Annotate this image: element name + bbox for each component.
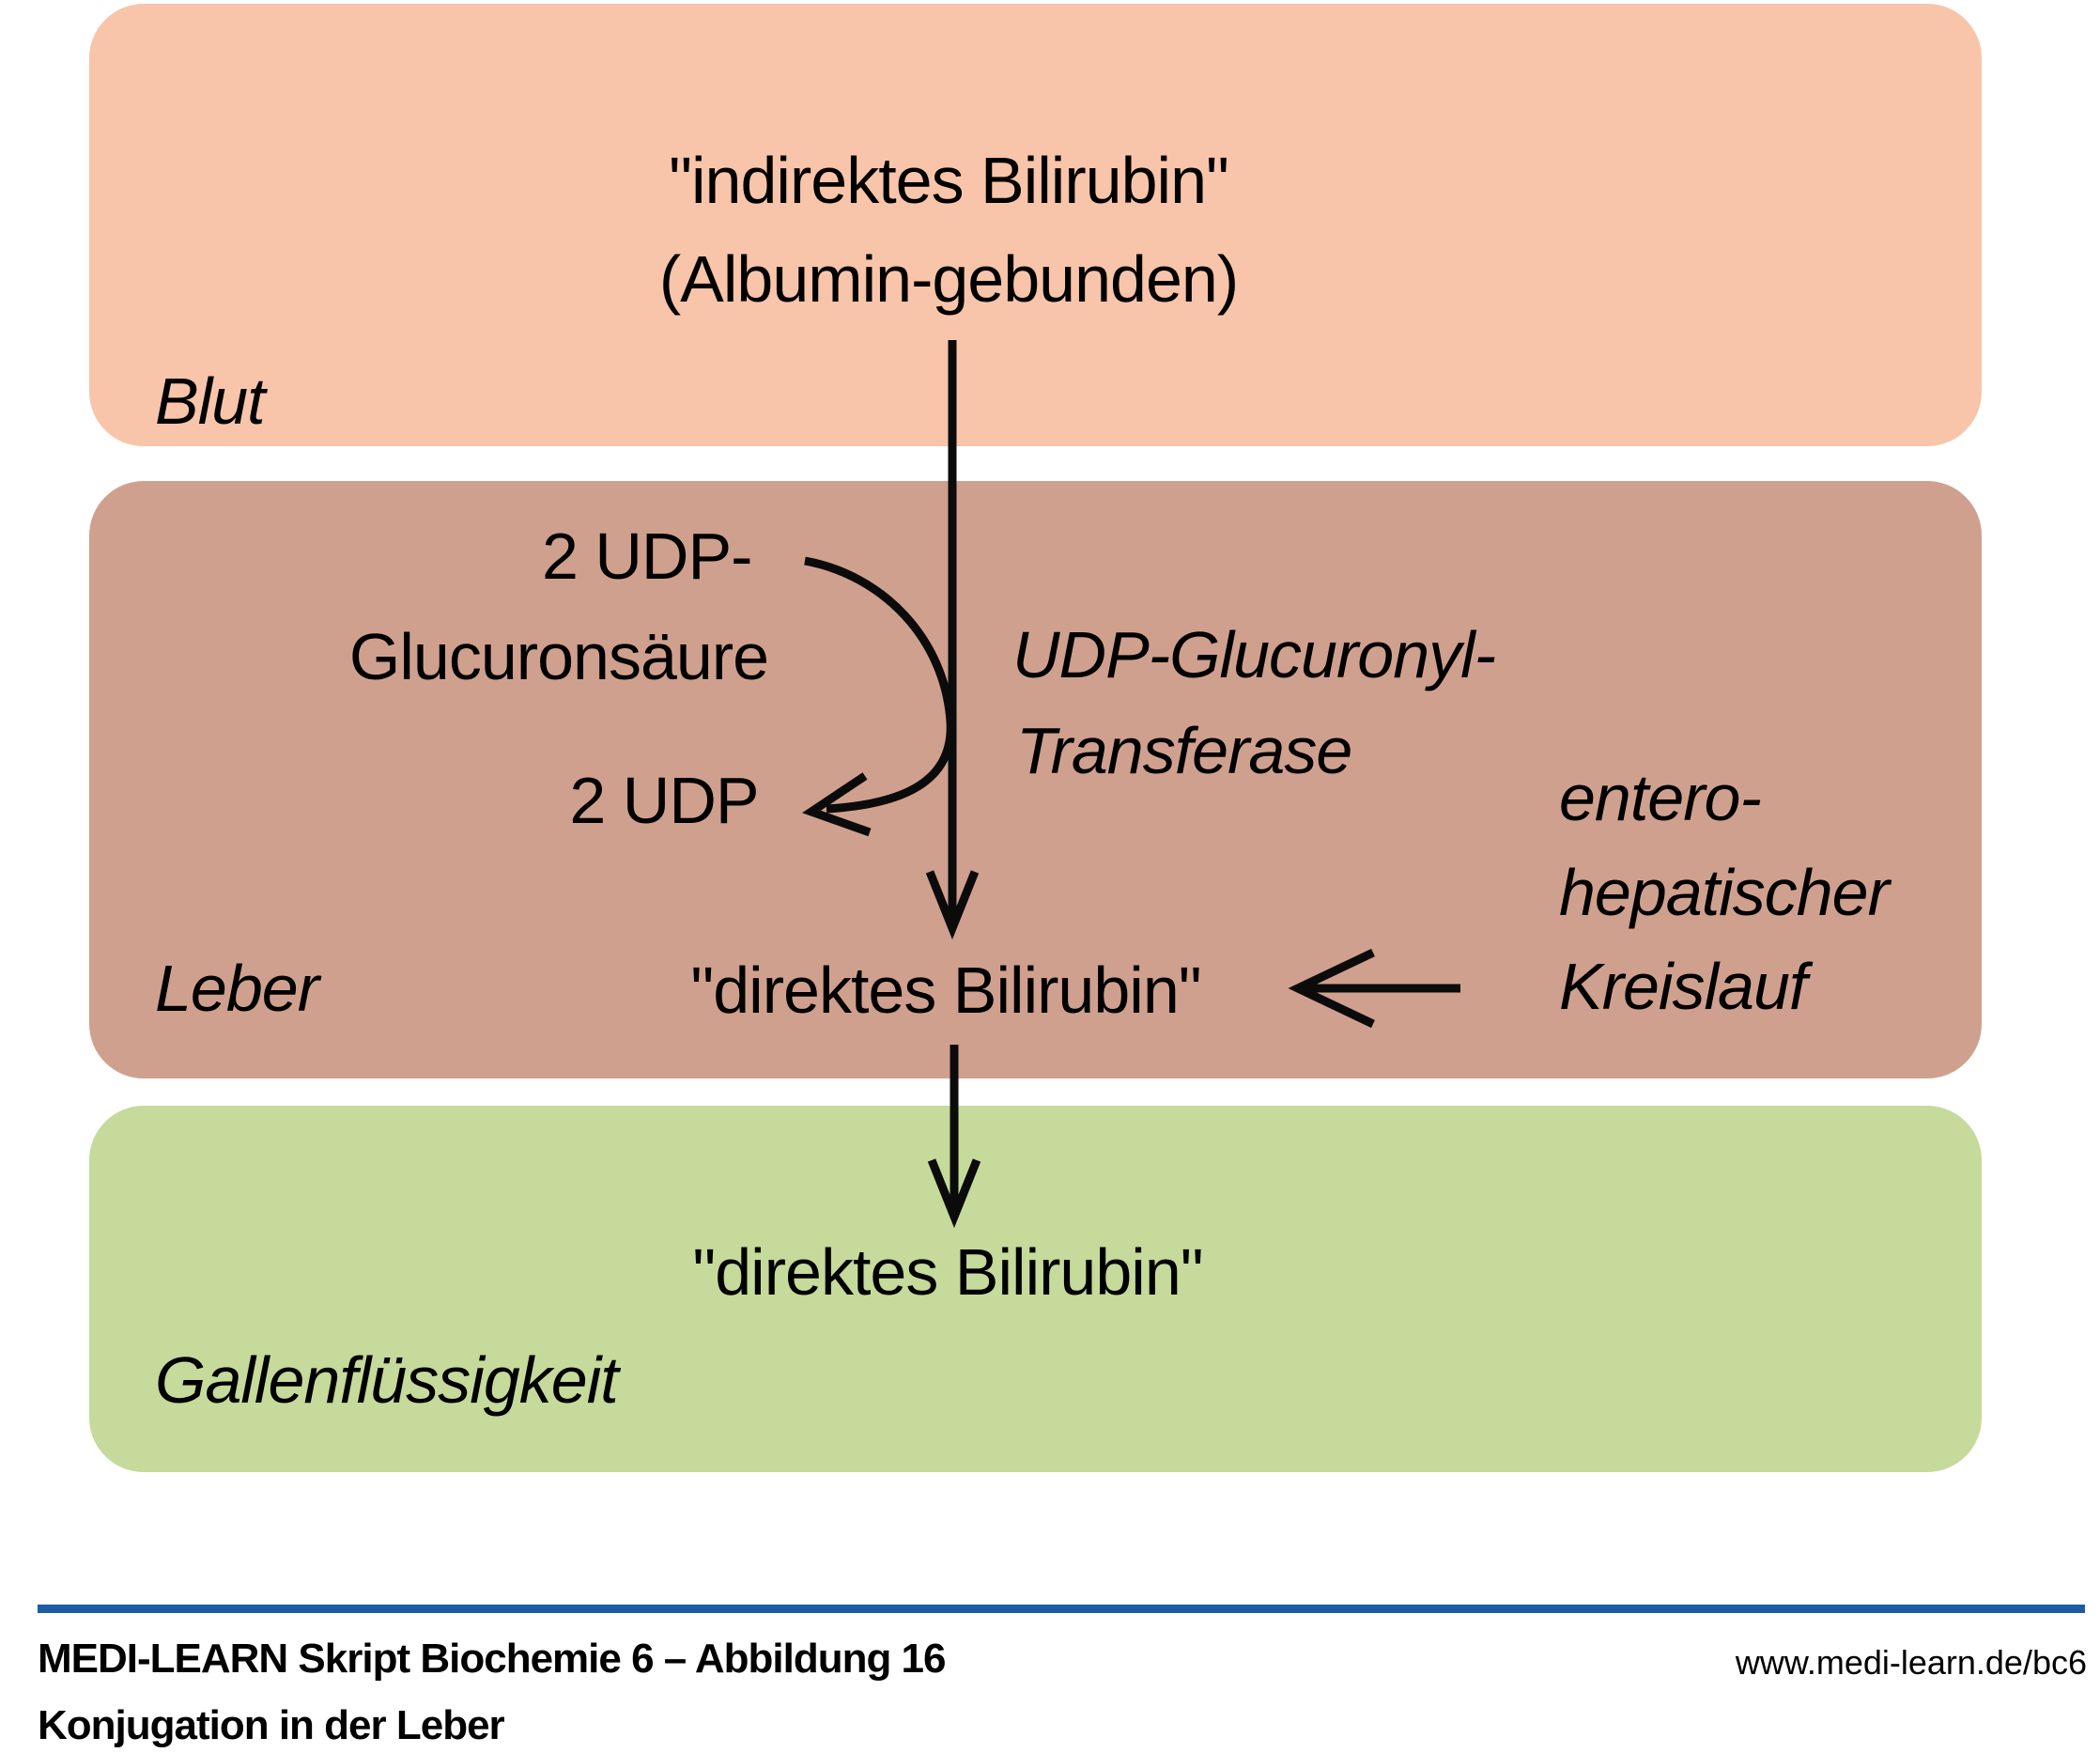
compartment-leber	[89, 481, 1982, 1078]
enzyme-label-line1: UDP-Glucuronyl-	[1012, 618, 1496, 691]
compartment-label-gallenfluessigkeit: Gallenflüssigkeit	[155, 1343, 619, 1417]
direktes-bilirubin-galle-label: "direktes Bilirubin"	[692, 1235, 1203, 1309]
footer-divider-rule	[38, 1605, 2085, 1613]
enterohepatischer-kreislauf-line1: entero-	[1559, 761, 1762, 834]
enzyme-label-line2: Transferase	[1016, 714, 1352, 787]
albumin-gebunden-label: (Albumin-gebunden)	[658, 242, 1239, 316]
compartment-label-blut: Blut	[155, 365, 266, 438]
compartment-label-leber: Leber	[155, 952, 319, 1025]
footer-source-line: MEDI-LEARN Skript Biochemie 6 – Abbildun…	[38, 1636, 946, 1682]
indirektes-bilirubin-label: "indirektes Bilirubin"	[669, 144, 1229, 217]
udp-product-label: 2 UDP	[569, 764, 759, 837]
footer-caption-line: Konjugation in der Leber	[38, 1702, 505, 1748]
enterohepatischer-kreislauf-line3: Kreislauf	[1559, 950, 1807, 1023]
udp-glucuronsaeure-line1: 2 UDP-	[542, 520, 752, 593]
direktes-bilirubin-leber-label: "direktes Bilirubin"	[690, 954, 1201, 1027]
enterohepatischer-kreislauf-line2: hepatischer	[1559, 856, 1890, 929]
compartment-gallenfluessigkeit	[89, 1106, 1982, 1472]
udp-glucuronsaeure-line2: Glucuronsäure	[348, 620, 769, 693]
compartment-blut	[89, 4, 1982, 446]
footer-url: www.medi-learn.de/bc6	[1735, 1643, 2087, 1682]
